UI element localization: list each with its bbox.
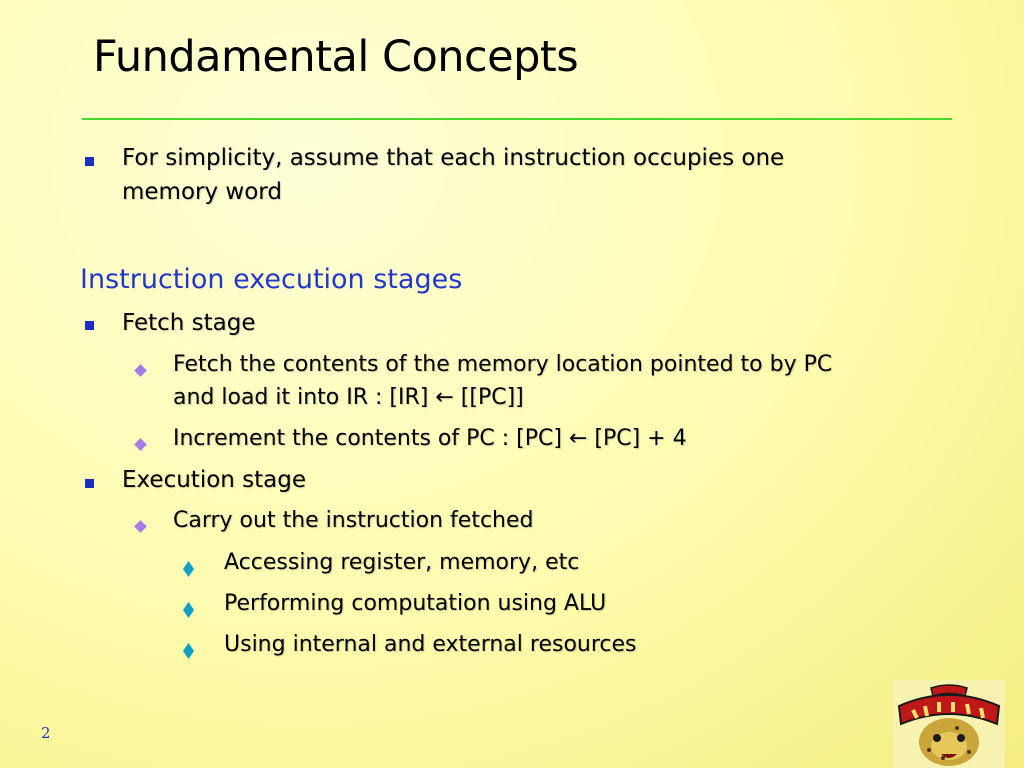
fetch-sub1-line2: and load it into IR : [IR] ← [[PC]] bbox=[173, 385, 524, 410]
intro-bullet-text: For simplicity, assume that each instruc… bbox=[122, 145, 785, 171]
diamond-bullet-icon bbox=[134, 364, 147, 377]
execution-stage-label: Execution stage bbox=[122, 467, 307, 493]
title-divider bbox=[82, 118, 952, 120]
fetch-sub2: Increment the contents of PC : [PC] ← [P… bbox=[173, 426, 687, 451]
square-bullet-icon bbox=[85, 321, 94, 330]
execution-item: Performing computation using ALU bbox=[224, 591, 607, 616]
fetch-sub1-line1: Fetch the contents of the memory locatio… bbox=[173, 352, 833, 377]
execution-item: Accessing register, memory, etc bbox=[224, 550, 580, 575]
fetch-stage-label: Fetch stage bbox=[122, 310, 256, 336]
execution-sub1: Carry out the instruction fetched bbox=[173, 508, 534, 533]
section-heading: Instruction execution stages bbox=[80, 264, 463, 295]
intro-bullet-text-cont: memory word bbox=[122, 179, 282, 205]
slide-title: Fundamental Concepts bbox=[93, 32, 579, 82]
execution-item: Using internal and external resources bbox=[224, 632, 637, 657]
small-diamond-bullet-icon bbox=[183, 643, 194, 659]
square-bullet-icon bbox=[85, 479, 94, 488]
diamond-bullet-icon bbox=[134, 520, 147, 533]
square-bullet-icon bbox=[85, 157, 94, 166]
small-diamond-bullet-icon bbox=[183, 602, 194, 618]
small-diamond-bullet-icon bbox=[183, 561, 194, 577]
page-number: 2 bbox=[41, 724, 51, 742]
jaguars-logo-icon bbox=[893, 680, 1005, 768]
diamond-bullet-icon bbox=[134, 438, 147, 451]
